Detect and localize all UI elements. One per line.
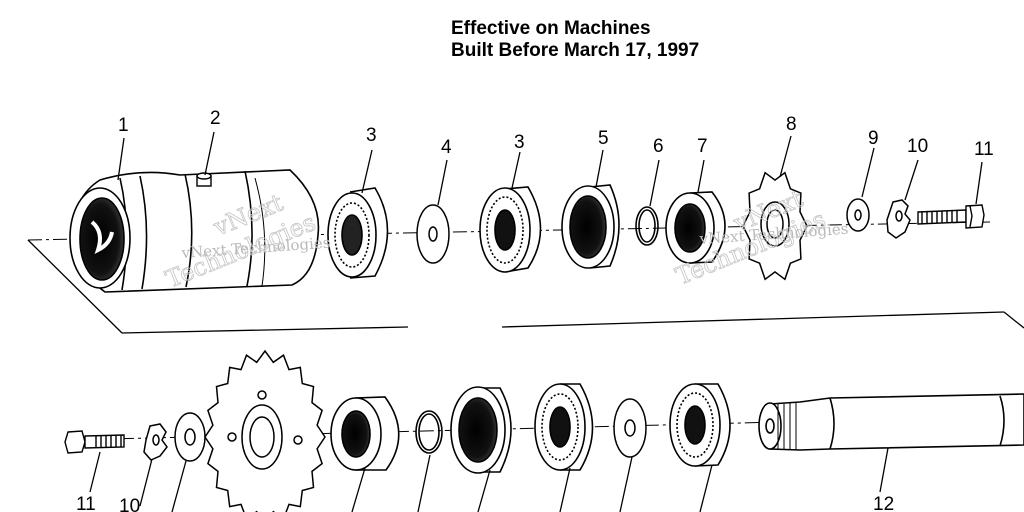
bearing-cup-upper	[561, 184, 620, 269]
callout-5: 5	[598, 128, 609, 149]
callout-numbers: 1 2 3 4 3 5 6 7 8 9 10 11 11 10 12	[76, 108, 994, 512]
o-ring-upper	[635, 206, 659, 246]
washer-lower-mid	[613, 398, 647, 458]
leader-lines	[89, 131, 983, 512]
large-sprocket	[204, 349, 326, 512]
shaft-part	[758, 393, 1024, 451]
washer-lower	[174, 412, 206, 462]
callout-11-lower: 11	[76, 494, 96, 512]
grease-fitting-part	[196, 172, 212, 187]
housing-part	[69, 169, 320, 293]
bolt-lower	[64, 430, 125, 454]
washer-upper	[416, 204, 450, 264]
callout-10-upper: 10	[907, 136, 928, 157]
lock-washer-upper	[886, 199, 911, 239]
spacer-cup-upper	[665, 191, 726, 264]
callout-10-lower: 10	[119, 496, 140, 512]
bearing-upper-b	[479, 186, 542, 273]
callout-1: 1	[118, 115, 129, 136]
bearing-upper-a	[327, 187, 389, 279]
callout-11-upper: 11	[974, 139, 994, 160]
bearing-lower-a	[534, 383, 594, 471]
callout-3-b: 3	[514, 132, 525, 153]
callout-2: 2	[210, 108, 221, 129]
upper-plane-outline	[27, 239, 1024, 334]
callout-6: 6	[653, 136, 664, 157]
washer-9	[846, 198, 870, 232]
callout-3-a: 3	[366, 125, 377, 146]
small-sprocket	[742, 171, 808, 281]
callout-9: 9	[868, 128, 879, 149]
bearing-cup-lower	[450, 386, 512, 474]
bolt-upper	[917, 204, 985, 229]
diagram-heading: Effective on Machines Built Before March…	[451, 18, 699, 62]
o-ring-lower	[415, 410, 443, 454]
bearing-lower-b	[669, 383, 731, 467]
callout-7: 7	[697, 136, 708, 157]
lock-washer-lower	[143, 423, 168, 461]
heading-line-1: Effective on Machines	[451, 18, 651, 39]
spacer-cup-lower	[330, 396, 400, 471]
callout-12: 12	[873, 494, 894, 512]
callout-8: 8	[786, 114, 797, 135]
callout-4: 4	[441, 137, 452, 158]
heading-line-2: Built Before March 17, 1997	[451, 40, 700, 61]
